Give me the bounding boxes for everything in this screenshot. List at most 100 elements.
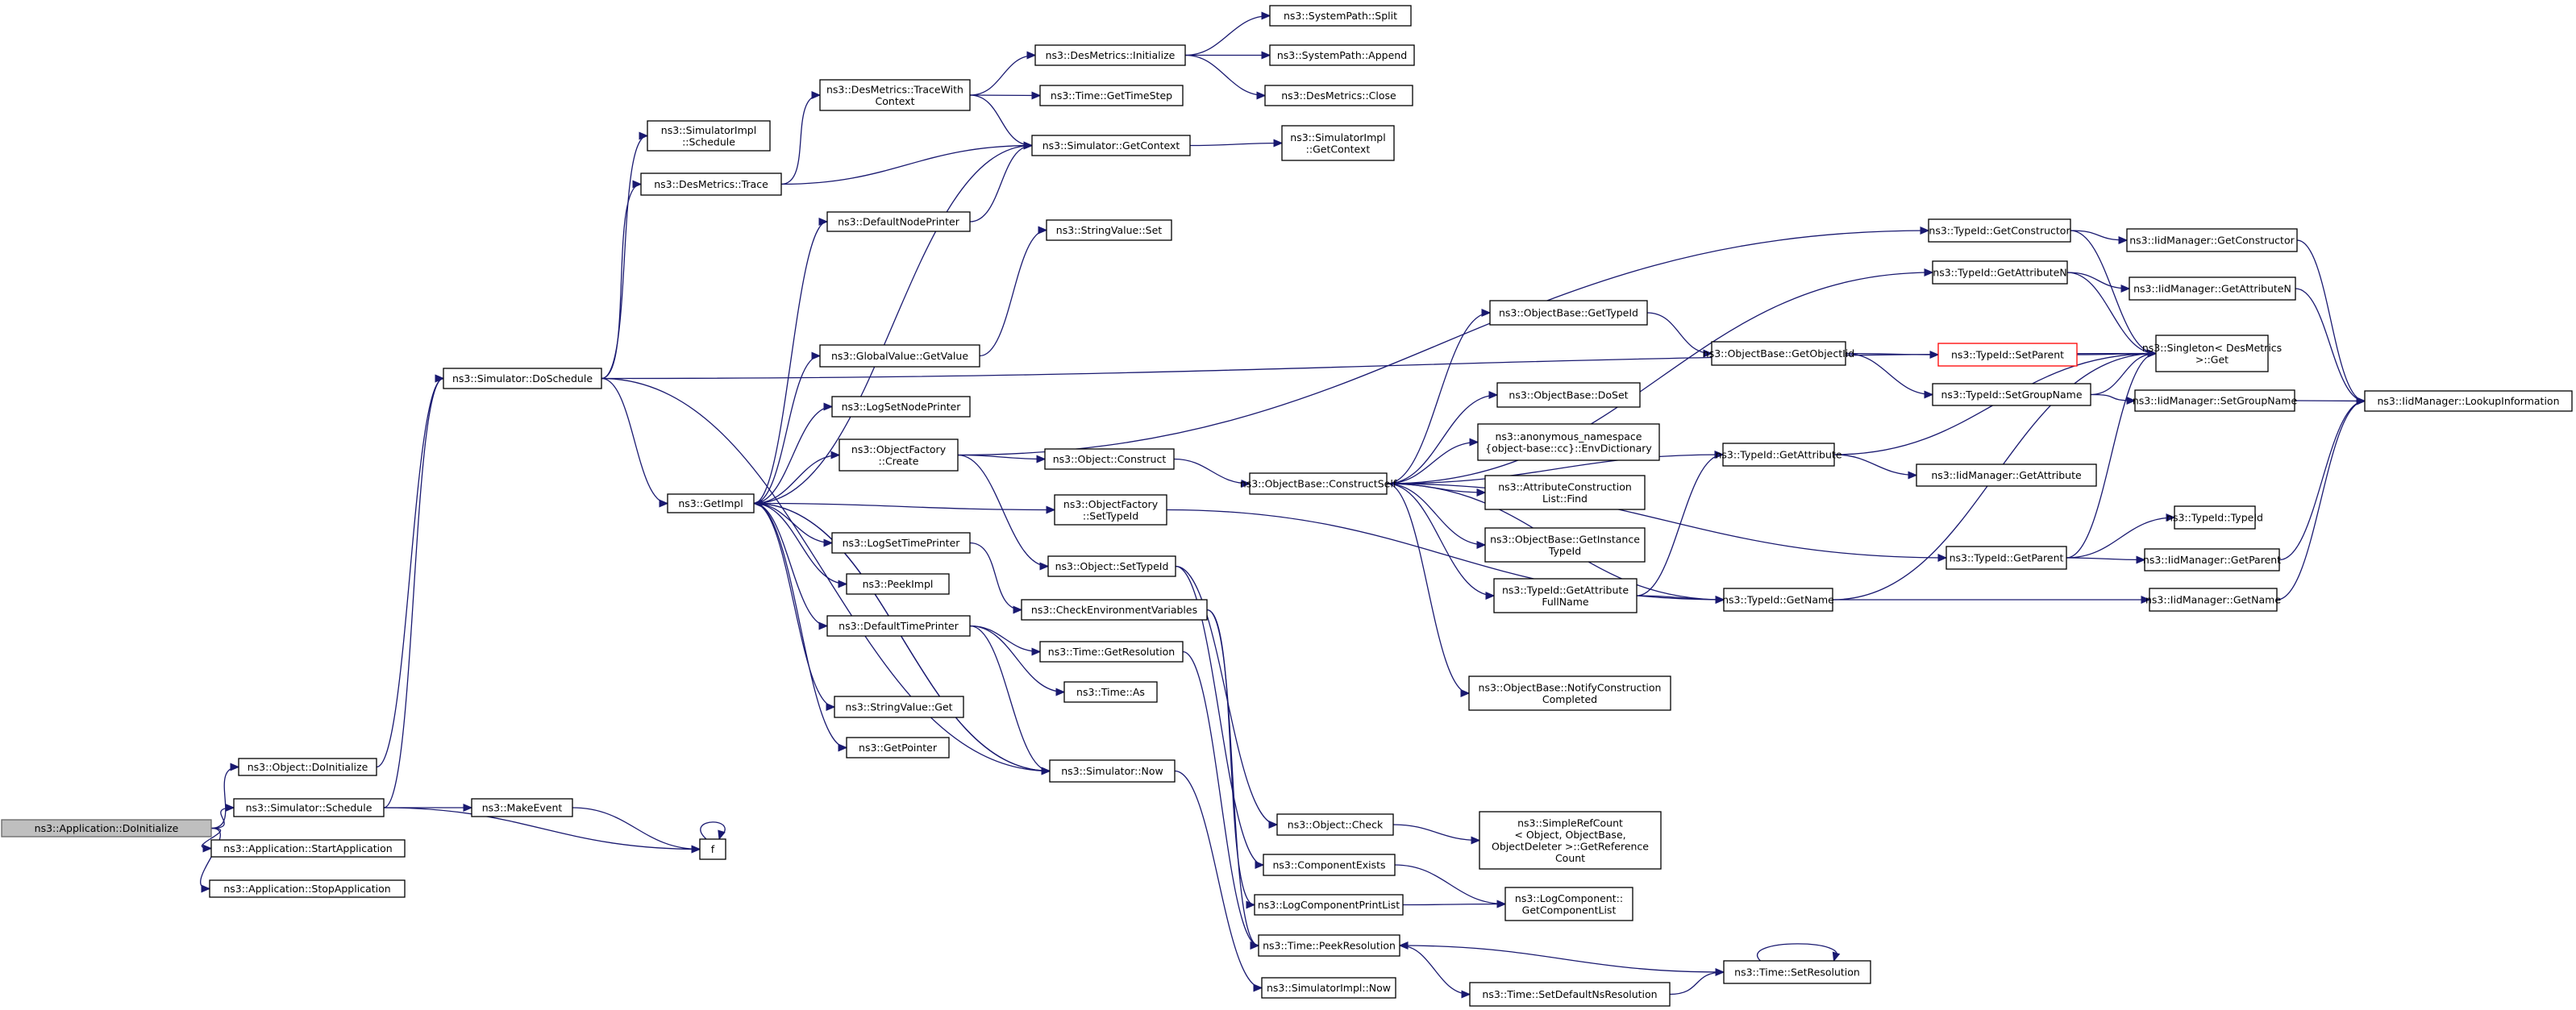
node-syspath-split[interactable]: ns3::SystemPath::Split — [1269, 5, 1412, 27]
node-log-set-time-printer[interactable]: ns3::LogSetTimePrinter — [831, 532, 971, 554]
node-singleton-get[interactable]: ns3::Singleton< DesMetrics>::Get — [2142, 335, 2282, 372]
node-time-peekresolution[interactable]: ns3::Time::PeekResolution — [1258, 934, 1400, 957]
arrowhead — [691, 845, 701, 854]
node-objbase-constructself[interactable]: ns3::ObjectBase::ConstructSelf — [1240, 472, 1397, 495]
edge-des-tracewith-to-des-initialize — [969, 54, 1036, 96]
node-label: ns3::TypeId::SetGroupName — [1941, 389, 2082, 401]
node-iid-lookupinfo[interactable]: ns3::IidManager::LookupInformation — [2364, 390, 2573, 412]
node-typeid-getattributen[interactable]: ns3::TypeId::GetAttributeN — [1932, 260, 2068, 285]
edge-getimpl-to-objfactory-create — [753, 454, 840, 505]
node-time-getresolution[interactable]: ns3::Time::GetResolution — [1039, 641, 1184, 663]
node-label: ns3::Simulator::Schedule — [246, 802, 372, 814]
node-peekimpl[interactable]: ns3::PeekImpl — [846, 573, 950, 595]
node-time-gettimestep[interactable]: ns3::Time::GetTimeStep — [1039, 85, 1184, 106]
node-simimpl-schedule[interactable]: ns3::SimulatorImpl::Schedule — [647, 120, 771, 152]
node-f[interactable]: f — [699, 838, 726, 860]
node-typeid-getattribute[interactable]: ns3::TypeId::GetAttribute — [1715, 443, 1842, 467]
arrowhead — [1460, 689, 1471, 697]
arrowhead — [1039, 562, 1050, 571]
node-sim-schedule[interactable]: ns3::Simulator::Schedule — [233, 798, 385, 817]
edge-des-trace-to-des-tracewith — [780, 94, 821, 185]
node-sim-getcontext[interactable]: ns3::Simulator::GetContext — [1031, 135, 1191, 156]
node-typeid-typeid[interactable]: ns3::TypeId::TypeId — [2166, 505, 2263, 530]
node-app-stop[interactable]: ns3::Application::StopApplication — [209, 879, 406, 898]
node-log-component-printlist[interactable]: ns3::LogComponentPrintList — [1254, 894, 1404, 916]
node-label: ns3::ObjectBase::ConstructSelf — [1240, 478, 1397, 490]
node-simplerefcount[interactable]: ns3::SimpleRefCount< Object, ObjectBase,… — [1479, 811, 1662, 870]
node-objbase-gettypeid[interactable]: ns3::ObjectBase::GetTypeId — [1489, 300, 1648, 326]
node-object-check[interactable]: ns3::Object::Check — [1276, 813, 1394, 836]
node-iid-getattribute[interactable]: ns3::IidManager::GetAttribute — [1916, 463, 2097, 487]
arrowhead — [1461, 990, 1471, 999]
node-box — [1468, 675, 1671, 711]
node-component-exists[interactable]: ns3::ComponentExists — [1263, 854, 1396, 876]
node-iid-getparent[interactable]: ns3::IidManager::GetParent — [2143, 548, 2281, 572]
edge-objbase-constructself-to-typeid-getattributefullname — [1386, 483, 1495, 596]
node-time-setresolution[interactable]: ns3::Time::SetResolution — [1723, 960, 1871, 984]
node-box — [238, 758, 377, 776]
node-iid-getconstructor[interactable]: ns3::IidManager::GetConstructor — [2126, 228, 2298, 252]
node-typeid-setgroupname[interactable]: ns3::TypeId::SetGroupName — [1932, 383, 2091, 406]
node-stringvalue-get[interactable]: ns3::StringValue::Get — [834, 696, 964, 718]
node-simimpl-now[interactable]: ns3::SimulatorImpl::Now — [1261, 977, 1396, 999]
node-simimpl-getcontext[interactable]: ns3::SimulatorImpl::GetContext — [1281, 125, 1395, 161]
arrowhead — [1055, 688, 1066, 696]
node-box — [210, 839, 406, 858]
node-typeid-getparent[interactable]: ns3::TypeId::GetParent — [1946, 546, 2067, 570]
node-object-construct[interactable]: ns3::Object::Construct — [1044, 448, 1175, 470]
node-iid-getname[interactable]: ns3::IidManager::GetName — [2145, 588, 2281, 612]
node-typeid-getconstructor[interactable]: ns3::TypeId::GetConstructor — [1928, 218, 2071, 243]
edge-typeid-setgroupname-to-singleton-get — [2090, 352, 2157, 396]
node-stringvalue-set[interactable]: ns3::StringValue::Set — [1046, 219, 1172, 241]
node-getimpl[interactable]: ns3::GetImpl — [667, 493, 755, 513]
node-sim-now[interactable]: ns3::Simulator::Now — [1049, 759, 1176, 783]
node-object-settypeid[interactable]: ns3::Object::SetTypeId — [1047, 555, 1176, 577]
node-label: ns3::DesMetrics::Initialize — [1046, 49, 1176, 61]
node-label: ns3::SimulatorImpl — [661, 124, 756, 136]
edge-sim-doschedule-to-des-trace — [601, 183, 642, 380]
node-syspath-append[interactable]: ns3::SystemPath::Append — [1269, 44, 1415, 66]
node-label: ns3::ComponentExists — [1272, 859, 1385, 871]
node-globalvalue-get[interactable]: ns3::GlobalValue::GetValue — [819, 344, 980, 368]
node-des-trace[interactable]: ns3::DesMetrics::Trace — [640, 172, 782, 196]
node-check-env[interactable]: ns3::CheckEnvironmentVariables — [1021, 599, 1208, 621]
node-anon-envdict[interactable]: ns3::anonymous_namespace{object-base::cc… — [1477, 423, 1660, 461]
node-sim-doschedule[interactable]: ns3::Simulator::DoSchedule — [443, 368, 602, 389]
node-obj-doinit[interactable]: ns3::Object::DoInitialize — [238, 758, 377, 776]
node-objbase-getobjectiid[interactable]: ns3::ObjectBase::GetObjectIid — [1703, 341, 1854, 366]
node-default-time-printer[interactable]: ns3::DefaultTimePrinter — [826, 615, 971, 637]
node-time-setdefaultns[interactable]: ns3::Time::SetDefaultNsResolution — [1469, 982, 1671, 1007]
node-time-as[interactable]: ns3::Time::As — [1063, 681, 1158, 703]
node-label: ns3::ObjectFactory — [851, 443, 947, 455]
node-label: Completed — [1542, 693, 1597, 705]
node-log-set-node-printer[interactable]: ns3::LogSetNodePrinter — [831, 396, 971, 418]
node-typeid-setparent[interactable]: ns3::TypeId::SetParent — [1937, 343, 2078, 367]
node-label: {object-base::cc}::EnvDictionary — [1485, 442, 1652, 454]
node-label: ns3::Object::SetTypeId — [1055, 560, 1169, 572]
node-objbase-notify[interactable]: ns3::ObjectBase::NotifyConstructionCompl… — [1468, 675, 1671, 711]
arrowhead — [1924, 390, 1934, 399]
node-iid-setgroupname[interactable]: ns3::IidManager::SetGroupName — [2133, 389, 2298, 412]
edge-typeid-getparent-to-iid-getparent — [2066, 557, 2145, 561]
arrowhead — [1469, 438, 1479, 447]
node-objfactory-create[interactable]: ns3::ObjectFactory::Create — [839, 438, 959, 472]
node-des-close[interactable]: ns3::DesMetrics::Close — [1264, 85, 1413, 106]
node-logcomponent-getlist[interactable]: ns3::LogComponent::GetComponentList — [1504, 887, 1633, 921]
node-objbase-doset[interactable]: ns3::ObjectBase::DoSet — [1496, 382, 1641, 408]
node-typeid-getname[interactable]: ns3::TypeId::GetName — [1722, 588, 1834, 612]
node-des-initialize[interactable]: ns3::DesMetrics::Initialize — [1034, 44, 1186, 66]
node-getpointer[interactable]: ns3::GetPointer — [846, 737, 950, 759]
node-make-event[interactable]: ns3::MakeEvent — [471, 798, 573, 817]
node-objfactory-settypeid[interactable]: ns3::ObjectFactory::SetTypeId — [1054, 494, 1167, 526]
node-app-doinit[interactable]: ns3::Application::DoInitialize — [1, 819, 212, 838]
node-default-node-printer[interactable]: ns3::DefaultNodePrinter — [826, 211, 971, 232]
edge-objbase-constructself-to-objbase-getinstancetypeid — [1386, 483, 1486, 546]
node-iid-getattributen[interactable]: ns3::IidManager::GetAttributeN — [2129, 276, 2296, 301]
arrowhead — [639, 131, 649, 140]
node-app-start[interactable]: ns3::Application::StartApplication — [210, 839, 406, 858]
arrowhead — [435, 374, 445, 383]
